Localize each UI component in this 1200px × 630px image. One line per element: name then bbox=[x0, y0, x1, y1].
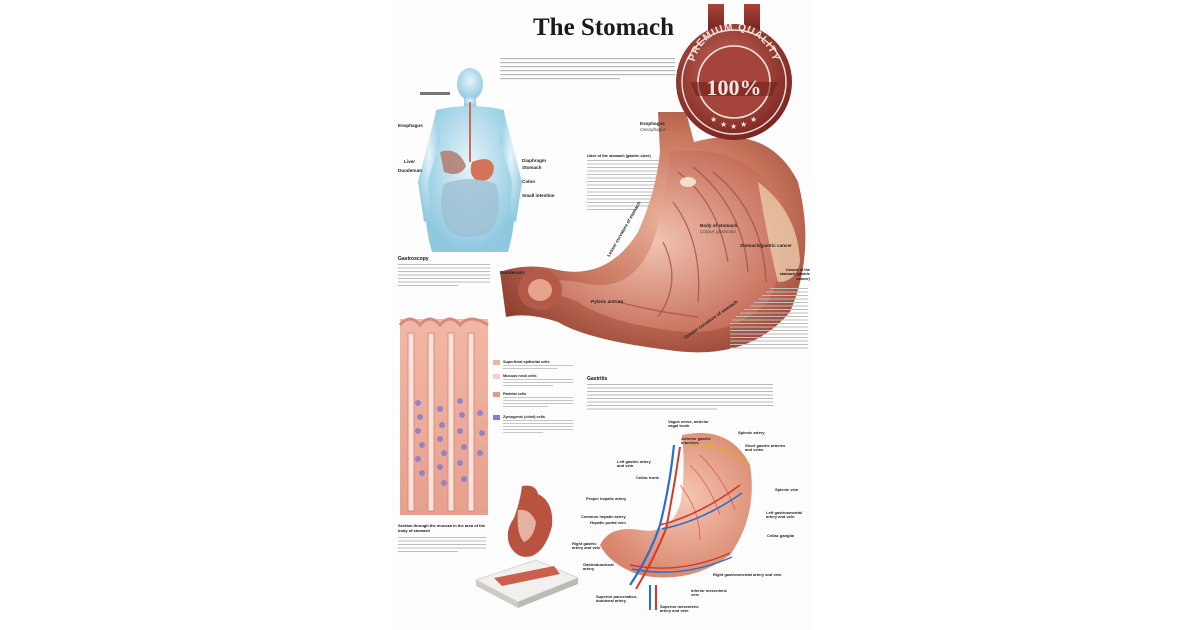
label-vagus-nerve: Vagus nerve, anterior vagal trunk bbox=[668, 419, 709, 429]
label-stomach-body: Stomach bbox=[522, 165, 542, 170]
poster-title: The Stomach bbox=[533, 14, 674, 41]
mucosa-swatches bbox=[493, 360, 500, 420]
intro-text-block bbox=[500, 58, 675, 80]
seal-stars: ★ ★ ★ ★ ★ bbox=[710, 115, 757, 131]
label-common-hepatic: Common hepatic artery bbox=[581, 514, 626, 519]
label-mucous-neck: Mucous neck cells bbox=[503, 374, 537, 378]
label-left-gastroomental: Left gastroomental artery and vein bbox=[766, 510, 803, 520]
ulcer-heading: Ulcer of the stomach (gastric ulcer) bbox=[587, 154, 651, 158]
label-right-gastric: Right gastric artery and vein bbox=[572, 541, 601, 551]
label-proper-hepatic: Proper hepatic artery bbox=[586, 496, 627, 501]
liver-shape bbox=[440, 150, 466, 174]
svg-text:★: ★ bbox=[750, 115, 757, 124]
gastroscope-shape bbox=[420, 92, 450, 95]
label-superficial-epithelial: Superficial epithelial cells bbox=[503, 360, 550, 364]
label-splenic-vein: Splenic vein bbox=[775, 487, 799, 492]
premium-quality-seal: PREMIUM QUALITY 100% ★ ★ ★ ★ ★ bbox=[676, 4, 792, 140]
label-small-intestine: Small intestine bbox=[522, 193, 555, 198]
label-diaphragm: Diaphragm bbox=[522, 158, 546, 163]
main-stomach-illustration bbox=[500, 112, 806, 353]
label-esophagus-body: Esophagus bbox=[398, 123, 423, 128]
mucosa-section-text-block bbox=[398, 537, 486, 552]
head-shape bbox=[457, 68, 483, 100]
cancer-text-block bbox=[730, 288, 808, 349]
gastritis-text-block bbox=[587, 384, 773, 410]
svg-text:★: ★ bbox=[710, 115, 717, 124]
label-pyloric-antrum: Pyloric antrum bbox=[591, 299, 624, 304]
mucosa-section-heading: Section through the mucosa in the area o… bbox=[398, 523, 486, 533]
label-splenic-artery: Splenic artery bbox=[738, 430, 765, 435]
right-arm-shape bbox=[500, 112, 522, 222]
stomach-mucosa-shape bbox=[526, 150, 783, 333]
vessel-stomach-shape bbox=[600, 433, 752, 578]
gastroscopy-heading: Gastroscopy bbox=[398, 256, 429, 262]
label-short-gastric: Short gastric arteries and veins bbox=[745, 443, 786, 453]
svg-text:★: ★ bbox=[740, 120, 747, 129]
gastritis-heading: Gastritis bbox=[587, 376, 608, 382]
label-body-of-stomach: Body of stomach bbox=[700, 223, 738, 228]
label-celiac-trunk: Celiac trunk bbox=[636, 475, 659, 480]
label-body-of-stomach-latin: Corpus gastricum bbox=[700, 229, 736, 234]
label-inferior-mesenteric: Inferior mesenteric vein bbox=[691, 588, 728, 598]
cancer-heading: Cancer of the stomach (gastric cancer) bbox=[779, 268, 810, 281]
label-sup-pancreatico: Superior pancreatico-duodenal artery bbox=[596, 594, 638, 604]
label-colon: Colon bbox=[522, 179, 536, 184]
label-zymogenic-cells: Zymogenic (chief) cells bbox=[503, 415, 545, 419]
label-duodenum-main: Duodenum bbox=[500, 270, 524, 275]
body-figure-illustration bbox=[418, 68, 522, 252]
ulcer-shape bbox=[680, 177, 696, 187]
label-left-gastric: Left gastric artery and vein bbox=[617, 459, 651, 469]
stomach-model-illustration bbox=[474, 485, 580, 608]
tumor-shape bbox=[758, 182, 800, 282]
label-anterior-gastric: Anterior gastric branches bbox=[681, 436, 711, 446]
vessel-stomach-illustration bbox=[600, 433, 752, 610]
mucosa-section-illustration bbox=[398, 317, 489, 515]
gastroscopy-text-block bbox=[398, 264, 490, 286]
label-celiac-ganglia: Celiac ganglia bbox=[767, 533, 794, 538]
ulcer-text-block bbox=[587, 160, 665, 210]
label-parietal-cells: Parietal cells bbox=[503, 392, 527, 396]
svg-text:★: ★ bbox=[730, 122, 737, 131]
left-arm-shape bbox=[418, 112, 440, 222]
label-gastric-cancer: Stomach/gastric cancer bbox=[740, 243, 792, 248]
label-liver: Liver bbox=[404, 159, 415, 164]
stomach-small-shape bbox=[470, 159, 494, 181]
label-right-gastroomental: Right gastroomental artery and vein bbox=[713, 572, 782, 577]
label-hepatic-portal: Hepatic portal vein bbox=[590, 520, 626, 525]
label-esophagus-main-latin: Oesophagus bbox=[640, 127, 667, 132]
label-gastroduodenal: Gastroduodenal artery bbox=[583, 562, 614, 572]
intestine-shape bbox=[441, 179, 499, 237]
label-duodenum-body: Duodenum bbox=[398, 168, 422, 173]
label-sup-mesenteric: Superior mesenteric artery and vein bbox=[660, 604, 699, 614]
seal-percent: 100% bbox=[707, 75, 762, 100]
svg-text:★: ★ bbox=[720, 120, 727, 129]
mucosa-text-lines bbox=[503, 365, 573, 433]
label-esophagus-main: Esophagus bbox=[640, 121, 665, 126]
